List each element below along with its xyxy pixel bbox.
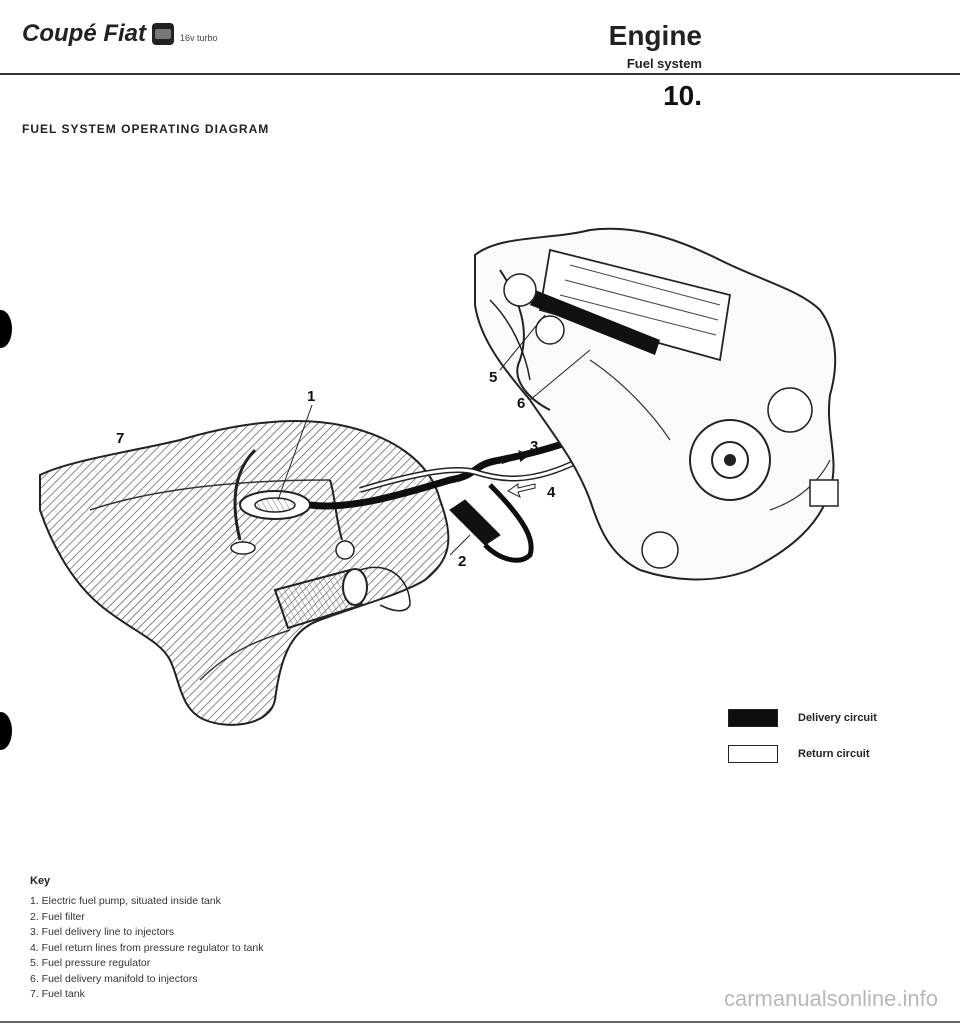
section-subtitle: Fuel system — [626, 56, 702, 71]
callout-6: 6 — [517, 395, 526, 412]
key-item: 1. Electric fuel pump, situated inside t… — [30, 895, 221, 907]
delivery-arrow — [500, 450, 530, 464]
callout-1: 1 — [307, 388, 316, 405]
callout-2: 2 — [458, 553, 467, 570]
legend-label-return: Return circuit — [798, 748, 870, 760]
watermark: carmanualsonline.info — [723, 986, 938, 1011]
key-item: 5. Fuel pressure regulator — [30, 957, 151, 969]
callout-7: 7 — [116, 430, 125, 447]
binder-hole — [0, 310, 12, 348]
key-title: Key — [30, 875, 51, 887]
key-list: 1. Electric fuel pump, situated inside t… — [30, 894, 263, 1003]
callout-5: 5 — [489, 369, 498, 386]
footer-divider — [0, 1021, 960, 1023]
delivery-swatch — [728, 709, 778, 727]
key-item: 6. Fuel delivery manifold to injectors — [30, 972, 198, 985]
engine-drawing — [474, 227, 839, 581]
return-arrow — [507, 483, 536, 499]
binder-hole — [0, 712, 12, 750]
legend-row-delivery: Delivery circuit — [728, 707, 877, 729]
return-swatch — [728, 745, 778, 763]
key-item: 2. Fuel filter — [30, 910, 85, 923]
legend-label-delivery: Delivery circuit — [798, 712, 877, 724]
circuit-legend: Delivery circuit Return circuit — [728, 707, 877, 779]
legend-row-return: Return circuit — [728, 743, 877, 765]
key-item: 3. Fuel delivery line to injectors — [30, 926, 175, 938]
page-header-section: Engine Fuel system — [590, 20, 702, 72]
brand-title: Coupé Fiat — [22, 20, 146, 47]
fuel-system-illustration — [39, 227, 839, 726]
page-header-brand: Coupé Fiat 16v turbo — [22, 20, 218, 48]
key-item: 7. Fuel tank — [30, 988, 85, 1000]
diagram-title: FUEL SYSTEM OPERATING DIAGRAM — [22, 122, 270, 136]
fiat-badge-icon — [152, 23, 174, 45]
brand-subtitle: 16v turbo — [180, 33, 218, 43]
callout-4: 4 — [547, 484, 556, 501]
fuel-filter-drawing — [449, 483, 534, 563]
chapter-number: 10. — [663, 80, 702, 111]
callout-3: 3 — [530, 438, 539, 455]
header-divider — [0, 73, 960, 75]
key-item: 4. Fuel return lines from pressure regul… — [30, 941, 264, 954]
fuel-tank-drawing — [39, 420, 450, 726]
section-title: Engine — [608, 20, 702, 51]
